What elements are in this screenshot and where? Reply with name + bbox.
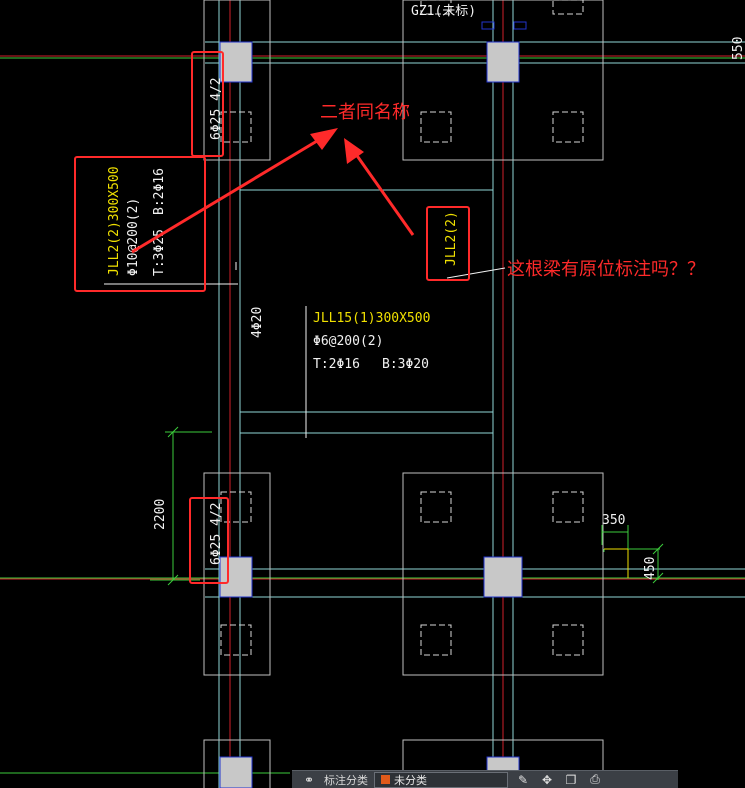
highlight-box: [426, 206, 470, 281]
columns: [219, 21, 527, 788]
beam-jll2-name: JLL2(2)300X500: [107, 166, 122, 276]
dim-550: 550: [731, 37, 745, 60]
layer-label: 标注分类: [324, 773, 368, 787]
rebar-note-bottom: 6Φ25 4/2: [209, 502, 224, 565]
edit-icon[interactable]: ✎: [517, 772, 529, 787]
category-value: 未分类: [394, 773, 427, 787]
dim-350: 350: [602, 513, 625, 528]
column: [219, 556, 253, 598]
annotation-same-name: 二者同名称: [320, 102, 410, 123]
side-rebar: 4Φ20: [250, 307, 265, 338]
beam-jll2-bottom: B:2Φ16: [152, 168, 167, 215]
dim-2200: 2200: [153, 499, 168, 530]
pier-marks: [220, 0, 584, 656]
beam-jll15-stirrup: Φ6@200(2): [313, 334, 383, 349]
category-select[interactable]: 未分类: [374, 771, 508, 788]
annotation-boxes: [74, 51, 470, 584]
annotation-arrows: [131, 128, 415, 254]
beam-jll15-name: JLL15(1)300X500: [313, 311, 430, 326]
copy-icon[interactable]: ❐: [565, 772, 577, 787]
column-label: GZ1(未标): [411, 4, 476, 19]
beam-jll15-label: JLL15(1)300X500 Φ6@200(2) T:2Φ16 B:3Φ20: [313, 311, 430, 372]
highlight-box: [191, 51, 224, 157]
beam-jll15-bottom: B:3Φ20: [382, 357, 429, 372]
bottom-toolbar: ⚭ 标注分类 未分类 ✎ ✥ ❐ ⎙: [292, 770, 678, 788]
arrow-head: [310, 128, 338, 150]
beam-jll15-top: T:2Φ16: [313, 357, 360, 372]
beam-jll2-top: T:3Φ25: [152, 229, 167, 276]
rebar-note-top: 6Φ25 4/2: [209, 77, 224, 140]
beam-jll2-label: JLL2(2)300X500 Φ10@200(2) T:3Φ25 B:2Φ16: [107, 166, 167, 276]
move-icon[interactable]: ✥: [541, 772, 553, 787]
footings: [203, 0, 604, 788]
highlight-box: [189, 497, 229, 584]
dim-450: 450: [643, 557, 658, 580]
leaders: [104, 262, 506, 438]
highlight-box: [74, 156, 206, 292]
beam-jll2-stirrup: Φ10@200(2): [126, 198, 141, 276]
layer-manager-icon[interactable]: ⚭: [303, 772, 315, 787]
color-swatch: [381, 775, 390, 784]
beam-tag-right: JLL2(2): [444, 211, 459, 266]
column: [219, 756, 253, 788]
column: [486, 41, 520, 83]
column: [219, 41, 253, 83]
dimension-2200: [150, 426, 212, 586]
print-icon[interactable]: ⎙: [590, 772, 600, 786]
arrow-head: [344, 138, 364, 164]
column: [483, 556, 523, 598]
annotation-question: 这根梁有原位标注吗？？: [507, 259, 705, 280]
